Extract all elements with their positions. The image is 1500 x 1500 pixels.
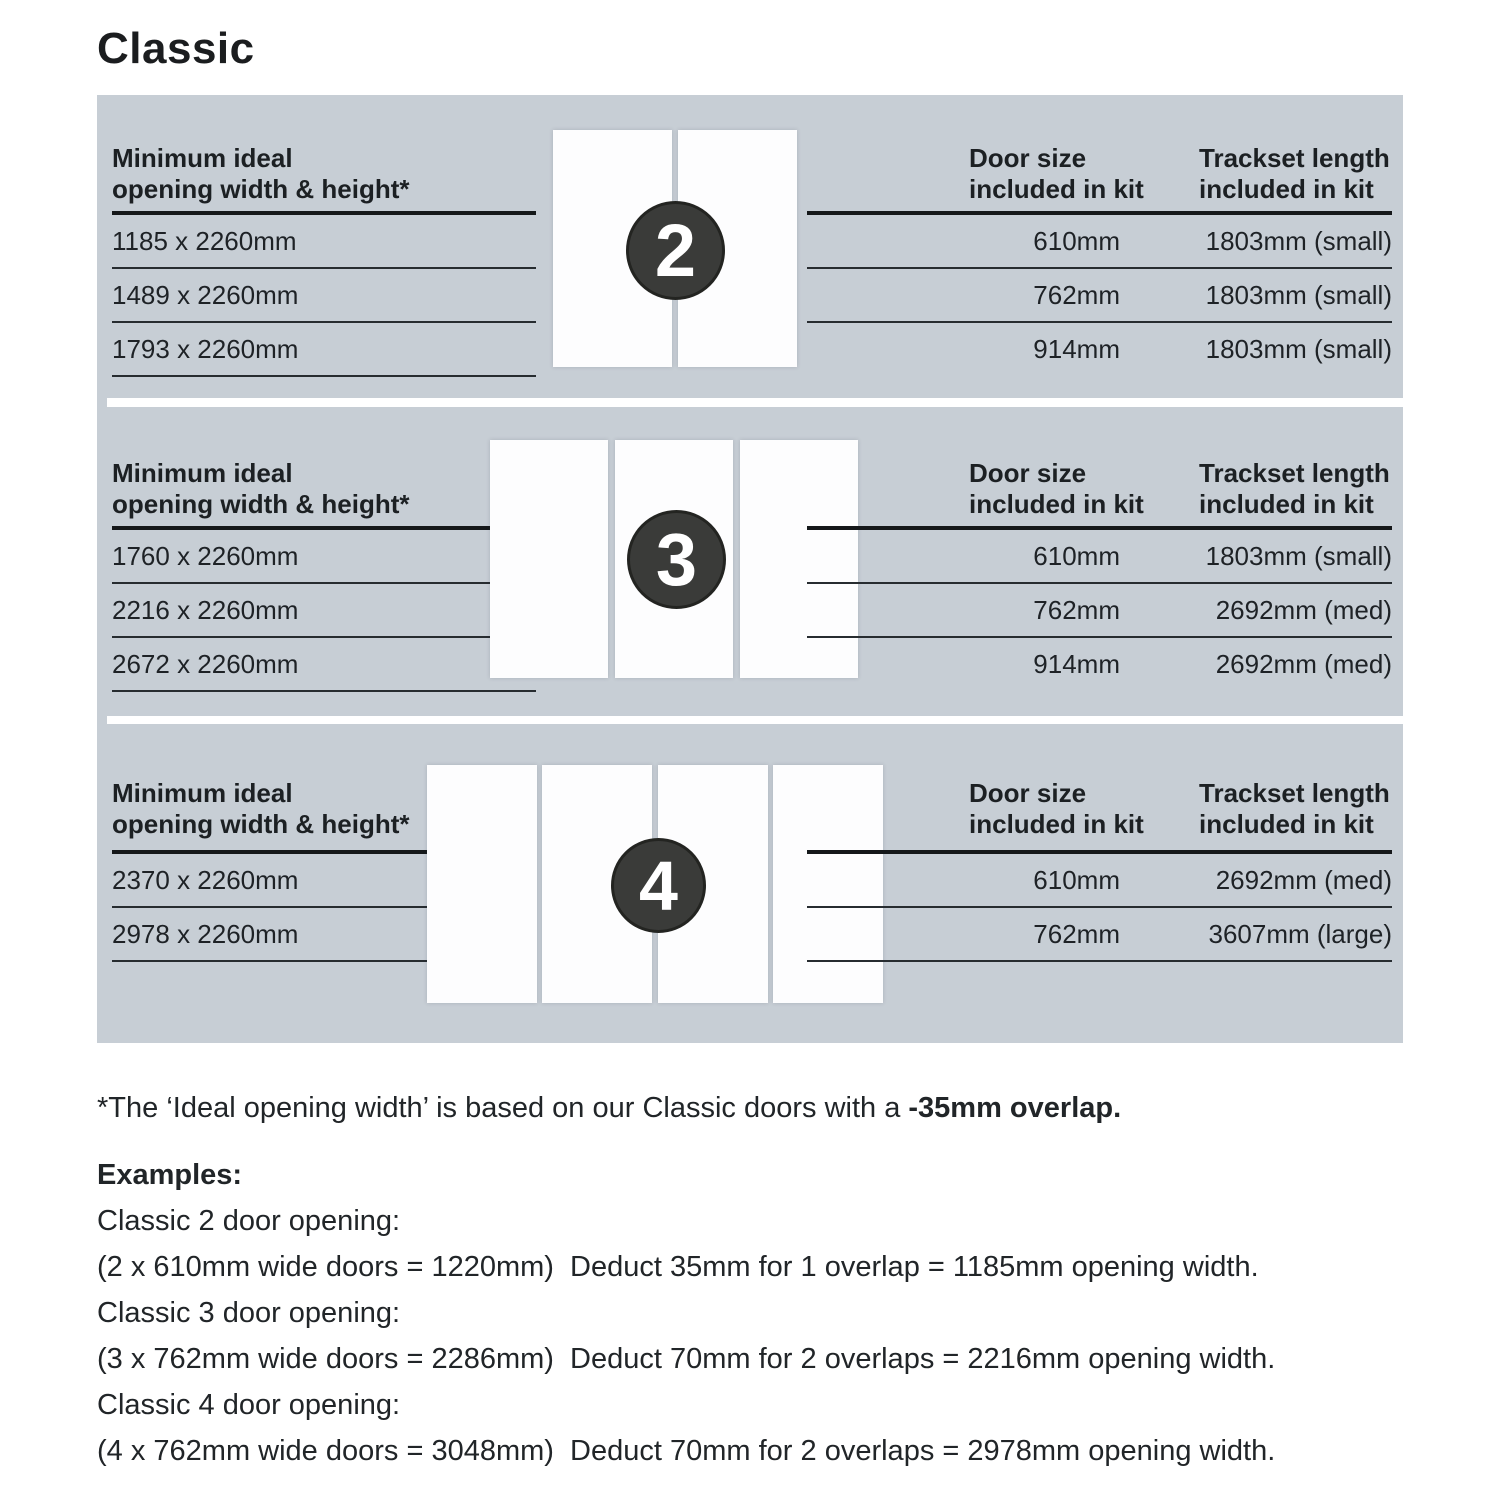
size-table-2-door: Minimum ideal opening width & height* 11… (97, 95, 1403, 398)
kit-table-header: Door size included in kit Trackset lengt… (807, 458, 1392, 524)
trackset-header-line1: Trackset length (1199, 458, 1390, 488)
kit-table: Door size included in kit Trackset lengt… (807, 143, 1392, 375)
door-count-badge: 3 (627, 510, 726, 609)
footnote-bold-text: -35mm overlap. (908, 1092, 1122, 1124)
opening-size-value: 2978 x 2260mm (112, 908, 536, 962)
example-line: (3 x 762mm wide doors = 2286mm) Deduct 7… (97, 1343, 1276, 1375)
opening-size-value: 1185 x 2260mm (112, 215, 536, 269)
door-panel (490, 440, 608, 678)
door-size-header-line1: Door size (969, 778, 1087, 808)
door-size-value: 762mm (1033, 280, 1120, 310)
door-size-value: 914mm (1033, 649, 1120, 679)
door-size-header-line2: included in kit (969, 809, 1144, 839)
footnote-text: *The ‘Ideal opening width’ is based on o… (97, 1092, 909, 1124)
table-row: 610mm 2692mm (med) (807, 854, 1392, 908)
opening-size-value: 1793 x 2260mm (112, 323, 536, 377)
door-panel (427, 765, 537, 1003)
kit-table: Door size included in kit Trackset lengt… (807, 778, 1392, 962)
door-size-header-line2: included in kit (969, 489, 1144, 519)
footnote: *The ‘Ideal opening width’ is based on o… (97, 1092, 1121, 1125)
example-line: Classic 4 door opening: (97, 1389, 401, 1421)
door-size-header-line1: Door size (969, 143, 1087, 173)
header-rule (807, 850, 1392, 854)
opening-size-value: 1760 x 2260mm (112, 530, 536, 584)
opening-size-header-line1: Minimum ideal (112, 458, 293, 488)
trackset-value: 1803mm (small) (1205, 226, 1392, 256)
trackset-value: 2692mm (med) (1215, 865, 1392, 895)
opening-size-value: 2216 x 2260mm (112, 584, 536, 638)
section-divider (107, 398, 1403, 407)
trackset-header-line1: Trackset length (1199, 143, 1390, 173)
trackset-header-line1: Trackset length (1199, 778, 1390, 808)
opening-size-header-line2: opening width & height* (112, 489, 410, 519)
trackset-header-line2: included in kit (1199, 489, 1374, 519)
door-size-value: 762mm (1033, 595, 1120, 625)
opening-size-column: Minimum ideal opening width & height* 17… (112, 458, 536, 692)
door-size-value: 914mm (1033, 334, 1120, 364)
table-row: 610mm 1803mm (small) (807, 530, 1392, 584)
opening-size-header-line2: opening width & height* (112, 174, 410, 204)
door-count-badge: 4 (611, 838, 706, 933)
kit-table: Door size included in kit Trackset lengt… (807, 458, 1392, 690)
opening-size-header: Minimum ideal opening width & height* (112, 458, 536, 524)
example-line: (4 x 762mm wide doors = 3048mm) Deduct 7… (97, 1435, 1276, 1467)
door-count-badge: 2 (626, 201, 725, 300)
table-row: 762mm 3607mm (large) (807, 908, 1392, 962)
door-size-value: 610mm (1033, 226, 1120, 256)
door-size-value: 762mm (1033, 919, 1120, 949)
size-table-3-door: Minimum ideal opening width & height* 17… (97, 410, 1403, 715)
door-size-header: Door size included in kit (969, 458, 1144, 520)
door-panel (740, 440, 858, 678)
opening-size-value: 2370 x 2260mm (112, 854, 536, 908)
opening-size-value: 1489 x 2260mm (112, 269, 536, 323)
size-table-4-door: Minimum ideal opening width & height* 23… (97, 722, 1403, 1043)
opening-size-header: Minimum ideal opening width & height* (112, 143, 536, 209)
sizing-board: Minimum ideal opening width & height* 11… (97, 95, 1403, 1043)
door-size-header-line1: Door size (969, 458, 1087, 488)
table-row: 914mm 2692mm (med) (807, 638, 1392, 690)
table-row: 762mm 2692mm (med) (807, 584, 1392, 638)
header-rule (807, 211, 1392, 215)
header-rule (112, 211, 536, 215)
kit-table-header: Door size included in kit Trackset lengt… (807, 778, 1392, 844)
example-line: Classic 2 door opening: (97, 1205, 401, 1237)
door-size-value: 610mm (1033, 541, 1120, 571)
table-row: 610mm 1803mm (small) (807, 215, 1392, 269)
door-size-header: Door size included in kit (969, 143, 1144, 205)
trackset-value: 1803mm (small) (1205, 334, 1392, 364)
trackset-value: 3607mm (large) (1208, 919, 1392, 949)
opening-size-value: 2672 x 2260mm (112, 638, 536, 692)
door-size-value: 610mm (1033, 865, 1120, 895)
header-rule (112, 850, 536, 854)
example-line: (2 x 610mm wide doors = 1220mm) Deduct 3… (97, 1251, 1259, 1283)
opening-size-column: Minimum ideal opening width & height* 23… (112, 778, 536, 962)
trackset-value: 2692mm (med) (1215, 649, 1392, 679)
table-row: 762mm 1803mm (small) (807, 269, 1392, 323)
trackset-header: Trackset length included in kit (1199, 458, 1390, 520)
kit-table-header: Door size included in kit Trackset lengt… (807, 143, 1392, 209)
examples-heading: Examples: (97, 1159, 243, 1191)
opening-size-column: Minimum ideal opening width & height* 11… (112, 143, 536, 377)
section-divider (107, 716, 1403, 724)
trackset-header-line2: included in kit (1199, 809, 1374, 839)
door-size-header-line2: included in kit (969, 174, 1144, 204)
trackset-value: 1803mm (small) (1205, 541, 1392, 571)
trackset-header-line2: included in kit (1199, 174, 1374, 204)
opening-size-header-line2: opening width & height* (112, 809, 410, 839)
trackset-header: Trackset length included in kit (1199, 778, 1390, 840)
opening-size-header-line1: Minimum ideal (112, 778, 293, 808)
door-size-header: Door size included in kit (969, 778, 1144, 840)
door-panel (773, 765, 883, 1003)
table-row: 914mm 1803mm (small) (807, 323, 1392, 375)
opening-size-header: Minimum ideal opening width & height* (112, 778, 536, 844)
trackset-header: Trackset length included in kit (1199, 143, 1390, 205)
header-rule (112, 526, 536, 530)
opening-size-header-line1: Minimum ideal (112, 143, 293, 173)
trackset-value: 2692mm (med) (1215, 595, 1392, 625)
example-line: Classic 3 door opening: (97, 1297, 401, 1329)
trackset-value: 1803mm (small) (1205, 280, 1392, 310)
header-rule (807, 526, 1392, 530)
page-title: Classic (97, 24, 255, 73)
examples-block: Examples: Classic 2 door opening: (2 x 6… (97, 1152, 1275, 1474)
